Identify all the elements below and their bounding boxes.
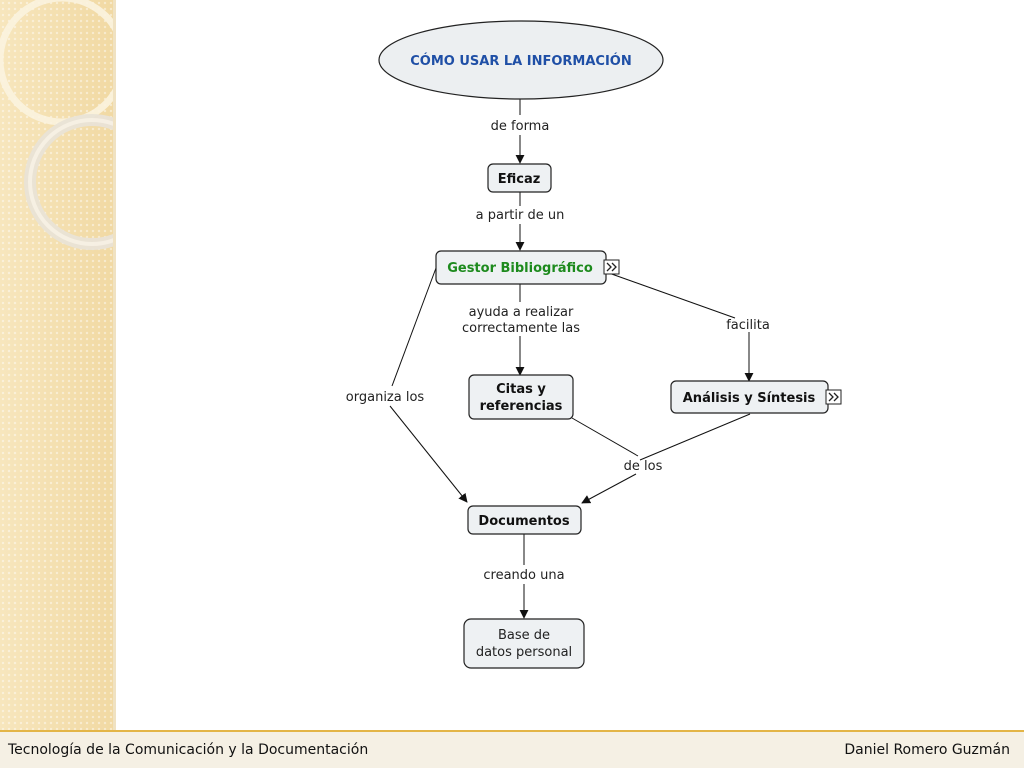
- edge-gestor-to-organiza: [391, 267, 437, 387]
- edges: [389, 99, 754, 619]
- link-a-partir: a partir de un: [476, 208, 565, 223]
- link-creando: creando una: [483, 568, 564, 583]
- node-eficaz[interactable]: Eficaz: [487, 163, 552, 193]
- decorative-circles: [0, 0, 113, 250]
- node-title[interactable]: CÓMO USAR LA INFORMACIÓN: [378, 20, 664, 100]
- concept-map: CÓMO USAR LA INFORMACIÓN Eficaz Gestor B…: [346, 20, 842, 669]
- footer-author: Daniel Romero Guzmán: [844, 742, 1010, 758]
- edge-citas-to-delos: [571, 417, 639, 457]
- node-base[interactable]: Base de datos personal: [463, 618, 585, 669]
- node-gestor-text: Gestor Bibliográfico: [447, 261, 593, 276]
- link-ayuda-line2: correctamente las: [462, 321, 580, 336]
- node-analisis[interactable]: Análisis y Síntesis: [670, 380, 829, 414]
- edge-organiza-to-documentos: [389, 405, 468, 503]
- node-base-line1: Base de: [498, 628, 550, 643]
- edge-delos-to-documentos: [581, 473, 637, 504]
- node-documentos[interactable]: Documentos: [467, 505, 582, 535]
- expand-analisis-icon[interactable]: [825, 389, 842, 405]
- node-documentos-text: Documentos: [478, 514, 569, 529]
- expand-gestor-icon[interactable]: [603, 259, 620, 275]
- node-base-line2: datos personal: [476, 645, 572, 660]
- node-analisis-text: Análisis y Síntesis: [683, 391, 816, 406]
- edge-analisis-to-delos: [639, 413, 751, 461]
- link-de-forma: de forma: [491, 119, 550, 134]
- edge-gestor-to-facilita: [605, 271, 736, 319]
- link-de-los: de los: [624, 459, 663, 474]
- node-citas-line1: Citas y: [496, 382, 546, 397]
- decorative-side-panel: [0, 0, 116, 730]
- link-ayuda-line1: ayuda a realizar: [469, 305, 574, 320]
- node-title-text: CÓMO USAR LA INFORMACIÓN: [410, 53, 631, 69]
- node-citas[interactable]: Citas y referencias: [468, 374, 574, 420]
- footer-course-title: Tecnología de la Comunicación y la Docum…: [8, 742, 369, 758]
- link-organiza: organiza los: [346, 390, 425, 405]
- node-gestor[interactable]: Gestor Bibliográfico: [435, 250, 607, 285]
- link-facilita: facilita: [726, 318, 770, 333]
- node-eficaz-text: Eficaz: [498, 172, 541, 187]
- footer-bar: Tecnología de la Comunicación y la Docum…: [0, 730, 1024, 768]
- node-citas-line2: referencias: [480, 399, 563, 414]
- link-labels: de forma a partir de un ayuda a realizar…: [346, 119, 770, 583]
